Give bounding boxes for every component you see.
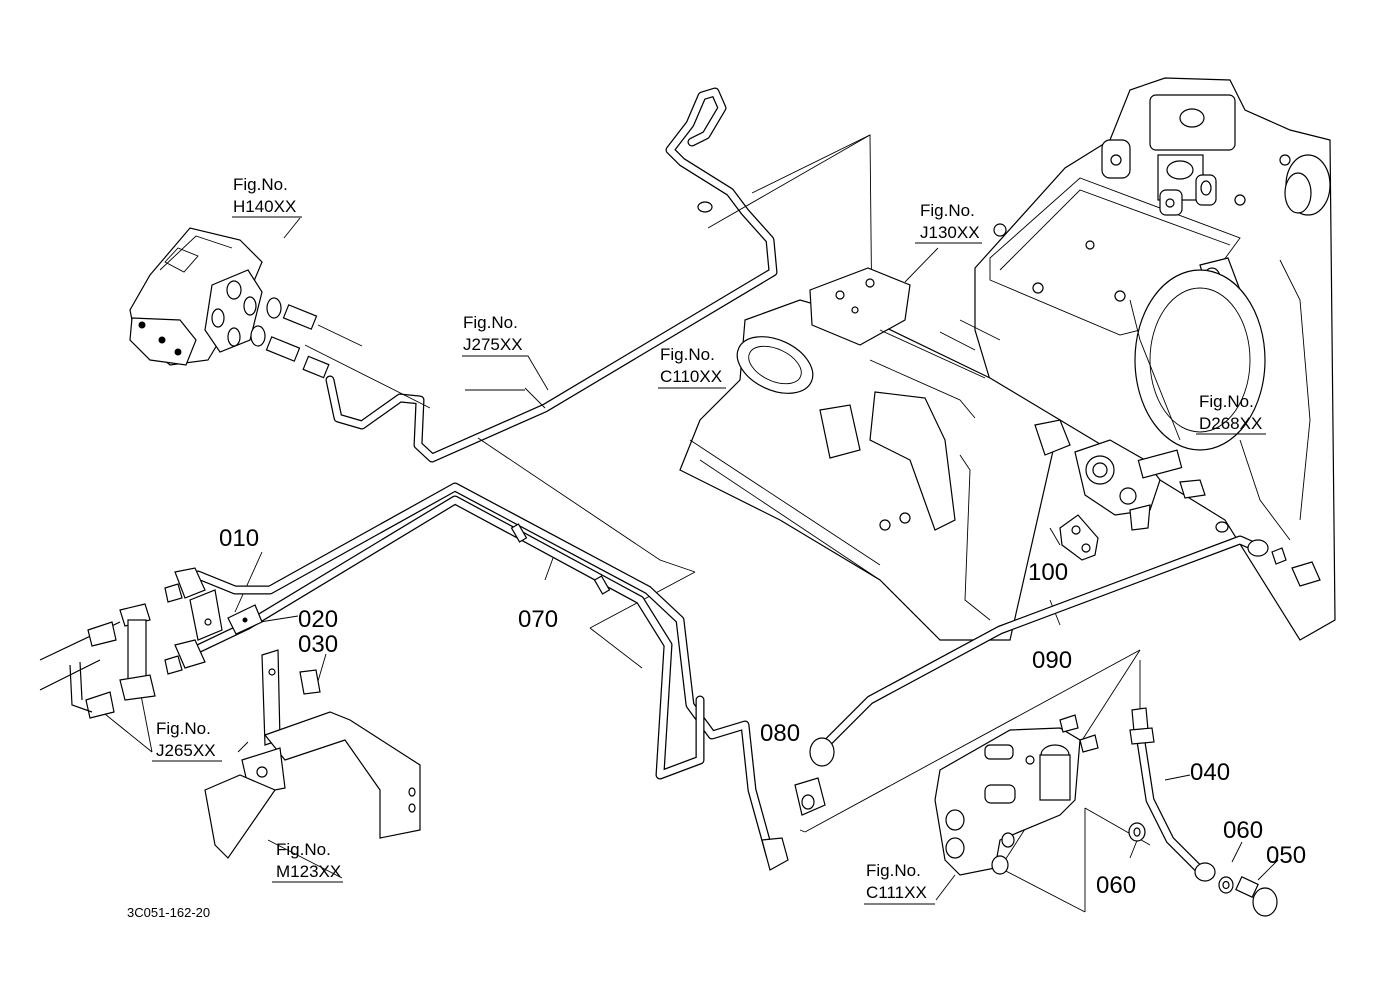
fig-ref-prefix: Fig.No. — [276, 840, 331, 859]
fig-ref-code: C111XX — [866, 883, 927, 902]
pipe-040[interactable] — [1129, 707, 1216, 882]
steering-unit[interactable] — [129, 227, 363, 379]
transmission-case[interactable] — [974, 77, 1336, 641]
part-label-030[interactable]: 030 — [298, 631, 338, 658]
part-label-070[interactable]: 070 — [518, 606, 558, 633]
control-valve[interactable] — [934, 714, 1099, 876]
bracket[interactable] — [204, 649, 421, 859]
fig-ref-code: J265XX — [156, 741, 216, 760]
fig-ref-code: C110XX — [660, 367, 722, 386]
fig-ref-code: D268XX — [1199, 414, 1262, 433]
center-housing[interactable] — [679, 267, 1061, 641]
elbow-080[interactable] — [794, 777, 826, 816]
pipe-clamp-010[interactable] — [189, 589, 223, 641]
fig-ref-j265[interactable]: Fig.No. J265XX — [152, 719, 222, 762]
fig-ref-code: M123XX — [276, 862, 341, 881]
pipe-090[interactable] — [809, 521, 1321, 767]
pipe-070[interactable] — [164, 482, 789, 871]
fig-ref-d268[interactable]: Fig.No. D268XX — [1196, 392, 1266, 435]
part-label-080[interactable]: 080 — [760, 720, 800, 747]
part-label-060-left[interactable]: 060 — [1096, 872, 1136, 899]
fig-ref-prefix: Fig.No. — [156, 719, 211, 738]
washer-060-left[interactable] — [1128, 822, 1146, 842]
part-label-020[interactable]: 020 — [298, 606, 338, 633]
fig-ref-j275[interactable]: Fig.No. J275XX — [462, 313, 549, 391]
part-label-100[interactable]: 100 — [1028, 559, 1068, 586]
part-label-040[interactable]: 040 — [1190, 759, 1230, 786]
plate-100[interactable] — [1059, 514, 1099, 561]
drawing-code: 3C051-162-20 — [127, 905, 210, 920]
bolt-030[interactable] — [299, 669, 321, 695]
pipe-j275[interactable] — [325, 87, 778, 463]
grommet-020[interactable] — [227, 604, 263, 635]
pump-drive-assembly[interactable] — [1034, 419, 1206, 531]
part-label-090[interactable]: 090 — [1032, 647, 1072, 674]
washer-060-right[interactable] — [1218, 876, 1234, 894]
fig-ref-prefix: Fig.No. — [1199, 392, 1254, 411]
fig-ref-c110[interactable]: Fig.No. C110XX — [658, 345, 726, 389]
part-label-050[interactable]: 050 — [1266, 842, 1306, 869]
fig-ref-code: H140XX — [233, 197, 296, 216]
banjo-bolt-050[interactable] — [1235, 876, 1278, 917]
fig-ref-prefix: Fig.No. — [660, 345, 715, 364]
fig-ref-code: J275XX — [463, 335, 523, 354]
fig-ref-prefix: Fig.No. — [920, 201, 975, 220]
part-label-010[interactable]: 010 — [219, 525, 259, 552]
fig-ref-prefix: Fig.No. — [463, 313, 518, 332]
fig-ref-m123[interactable]: Fig.No. M123XX — [272, 840, 343, 883]
part-label-060-right[interactable]: 060 — [1223, 817, 1263, 844]
fig-ref-code: J130XX — [920, 223, 980, 242]
fig-ref-prefix: Fig.No. — [866, 861, 921, 880]
fig-ref-j130[interactable]: Fig.No. J130XX — [915, 201, 982, 244]
fig-ref-prefix: Fig.No. — [233, 175, 288, 194]
tee-fitting[interactable] — [39, 603, 156, 719]
fig-ref-c111[interactable]: Fig.No. C111XX — [864, 861, 935, 905]
fig-ref-h140[interactable]: Fig.No. H140XX — [232, 175, 302, 218]
